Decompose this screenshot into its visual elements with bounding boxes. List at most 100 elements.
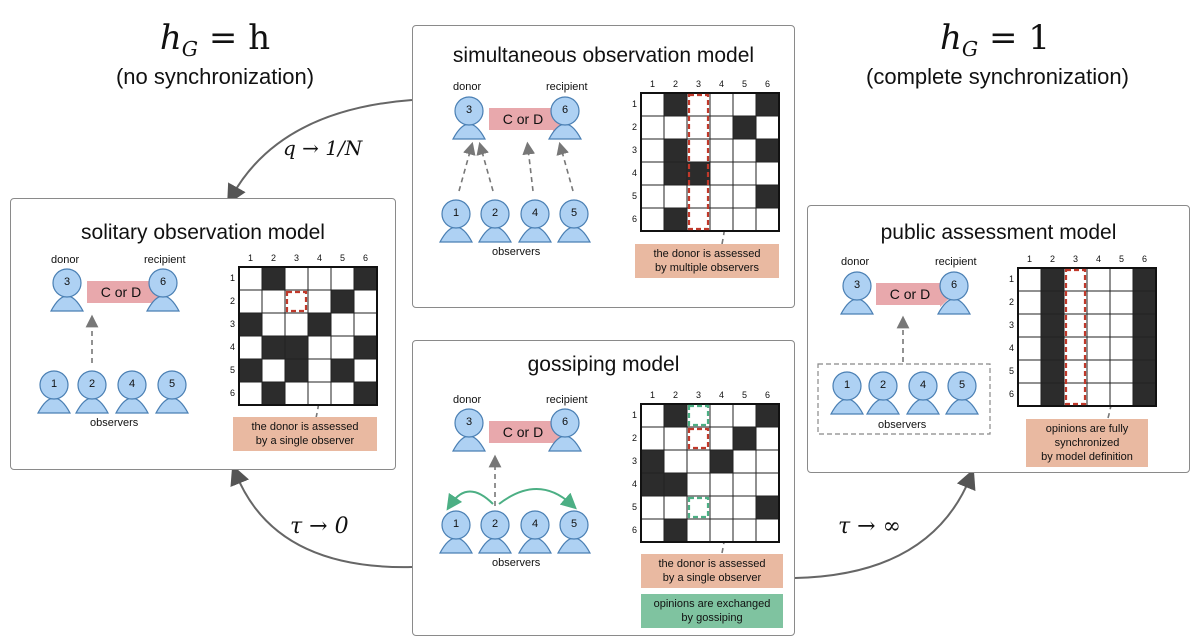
matrix-cell [284,358,309,383]
person-id: 2 [88,378,96,390]
matrix-highlight [1064,268,1087,406]
person-id: 4 [919,379,927,391]
matrix-row-label: 1 [631,98,637,109]
matrix-cell [1109,359,1134,384]
matrix-cell [1109,336,1134,361]
observer-person: 5 [153,369,191,415]
matrix-cell [755,403,780,428]
person-icon [438,510,474,554]
left-formula-lhs: h [159,18,182,58]
action-label: C or D [502,111,544,127]
matrix-cell [663,161,688,186]
matrix-cell [238,312,263,337]
recipient-person: 6 [546,407,584,453]
note-line: opinions are exchanged [653,598,771,610]
matrix-cell [732,518,757,543]
matrix-cell [1063,359,1088,384]
matrix-row-label: 2 [1008,296,1014,307]
note-line: synchronized [1054,437,1120,449]
matrix-row-label: 5 [631,190,637,201]
matrix-cell [1063,290,1088,315]
matrix-cell [732,495,757,520]
matrix-col-label: 5 [741,79,747,89]
note-line: by a single observer [662,572,762,584]
matrix-cell [1017,359,1042,384]
matrix-cell [640,92,665,117]
observer-person: 1 [437,509,475,555]
matrix-col-label: 2 [672,390,678,400]
matrix-cell [755,449,780,474]
matrix-cells [640,92,780,232]
note-line: the donor is assessed [653,248,761,260]
gossip-arrow [446,490,494,511]
action-label: C or D [100,284,142,300]
matrix-cell [640,138,665,163]
person-icon [49,268,85,312]
right-formula-lhs: h [940,18,962,58]
observer-person: 2 [73,369,111,415]
matrix-cell [307,381,332,406]
action-arrow-shape [87,279,165,305]
observer-arrow [556,141,574,192]
matrix-cell [732,449,757,474]
person-id: 1 [452,518,460,530]
matrix-highlight [687,404,710,427]
matrix-cell [663,92,688,117]
person-icon [477,199,513,243]
matrix-cell [1109,313,1134,338]
matrix-col-label: 2 [270,253,276,263]
matrix-cell [307,289,332,314]
matrix-cell [686,449,711,474]
matrix-cell [238,358,263,383]
matrix-cell [709,403,734,428]
matrix-cell [353,266,378,291]
donor-label: donor [841,256,870,268]
donor-label: donor [51,254,80,266]
matrix-cells [1017,267,1157,407]
matrix-cell [1086,382,1111,407]
observer-person: 1 [35,369,73,415]
panel-title: public assessment model [880,221,1117,244]
observer-person: 5 [555,198,593,244]
matrix-cell [732,207,757,232]
matrix-cell [330,266,355,291]
action-label: C or D [889,286,931,302]
matrix-cell [686,115,711,140]
matrix-row-label: 1 [1008,273,1014,284]
matrix-cell [307,358,332,383]
panel-title: solitary observation model [81,221,325,244]
matrix-col-label: 6 [764,79,770,89]
left-caption: (no synchronization) [115,64,315,89]
person-id: 5 [958,379,966,391]
matrix-cell [353,335,378,360]
matrix-cell [755,138,780,163]
matrix-cell [709,161,734,186]
matrix-cell [1109,382,1134,407]
matrix-cell [1063,336,1088,361]
person-icon [438,199,474,243]
left-formula: hG = h [100,18,330,61]
matrix-cell [732,184,757,209]
matrix-cell [1086,290,1111,315]
person-icon [829,371,865,415]
matrix-cell [686,403,711,428]
donor-label: donor [453,394,482,406]
person-id: 6 [950,279,958,291]
matrix-row-label: 6 [631,524,637,535]
person-icon [74,370,110,414]
person-id: 3 [63,276,71,288]
matrix-col-label: 3 [695,390,701,400]
matrix-cell [686,207,711,232]
matrix-cell [755,472,780,497]
matrix-row-label: 1 [631,409,637,420]
matrix-row-label: 5 [229,364,235,375]
matrix-cell [709,472,734,497]
matrix-cell [1086,336,1111,361]
matrix-cell [284,335,309,360]
matrix-cell [261,335,286,360]
matrix-row-label: 2 [631,432,637,443]
matrix-cells [640,403,780,543]
